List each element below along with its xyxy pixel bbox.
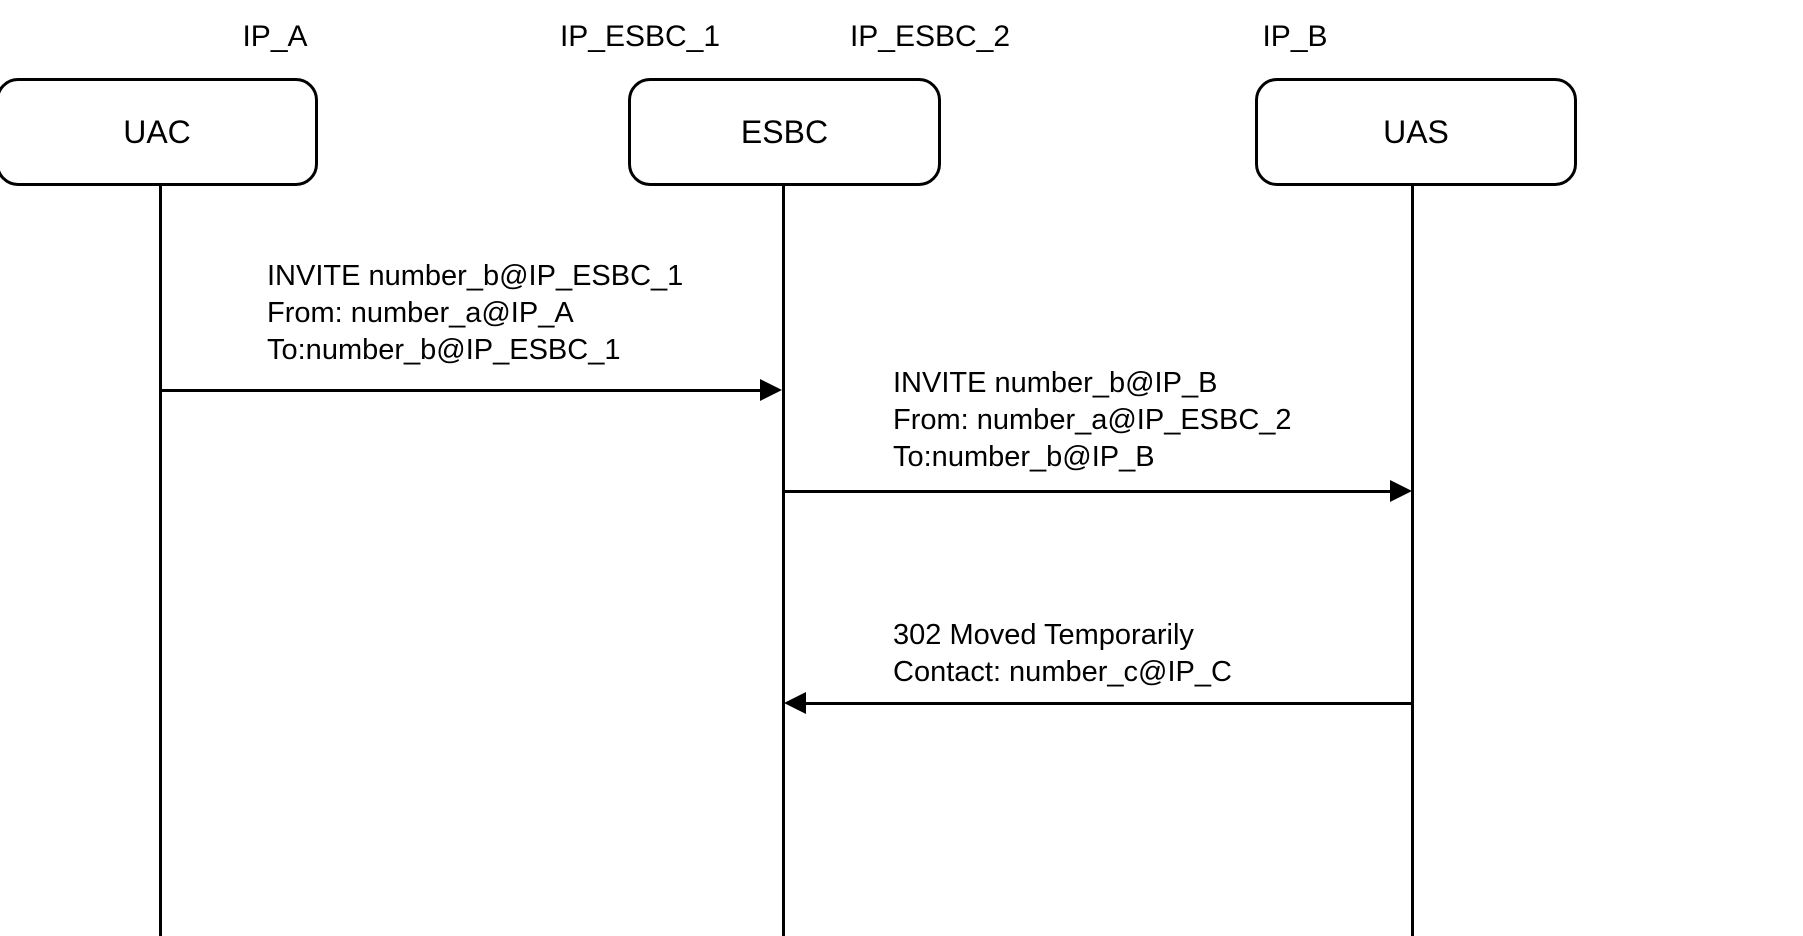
message-arrow-3-line [805, 702, 1413, 705]
message-2-line-2: From: number_a@IP_ESBC_2 [893, 404, 1292, 436]
ip-label-esbc-right: IP_ESBC_2 [849, 20, 1011, 53]
message-2-line-1: INVITE number_b@IP_B [893, 367, 1218, 399]
message-3-line-1: 302 Moved Temporarily [893, 619, 1194, 651]
ip-label-esbc-left: IP_ESBC_1 [559, 20, 721, 53]
message-1-line-3: To:number_b@IP_ESBC_1 [267, 334, 621, 366]
actor-label-uas: UAS [1383, 114, 1449, 150]
message-arrow-3-head-icon [784, 692, 806, 714]
message-arrow-1-head-icon [760, 379, 782, 401]
message-arrow-2-head-icon [1390, 480, 1412, 502]
message-label-1: INVITE number_b@IP_ESBC_1 From: number_a… [267, 258, 683, 369]
actor-box-uac[interactable]: UAC [0, 78, 318, 186]
message-2-line-3: To:number_b@IP_B [893, 441, 1155, 473]
actor-box-esbc[interactable]: ESBC [628, 78, 941, 186]
actor-box-uas[interactable]: UAS [1255, 78, 1577, 186]
ip-label-uac: IP_A [242, 20, 308, 53]
message-arrow-2-line [784, 490, 1392, 493]
lifeline-esbc [782, 186, 785, 936]
lifeline-uac [159, 186, 162, 936]
message-1-line-1: INVITE number_b@IP_ESBC_1 [267, 260, 684, 292]
lifeline-uas [1411, 186, 1414, 936]
message-1-line-2: From: number_a@IP_A [267, 297, 574, 329]
message-label-3: 302 Moved Temporarily Contact: number_c@… [893, 617, 1232, 691]
message-label-2: INVITE number_b@IP_B From: number_a@IP_E… [893, 365, 1292, 476]
message-arrow-1-line [160, 389, 762, 392]
actor-label-esbc: ESBC [740, 114, 829, 150]
ip-label-uas: IP_B [1262, 20, 1328, 53]
actor-label-uac: UAC [123, 114, 191, 150]
message-3-line-2: Contact: number_c@IP_C [893, 656, 1232, 688]
